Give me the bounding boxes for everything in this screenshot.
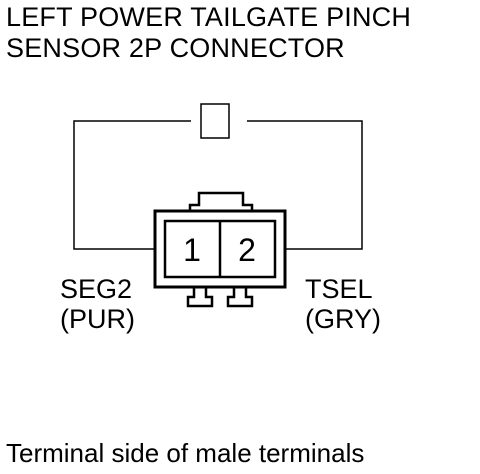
connector-lock-tab: [188, 191, 254, 211]
title-line-1: LEFT POWER TAILGATE PINCH: [6, 2, 412, 32]
pin-1-number: 1: [183, 232, 201, 268]
test-lead-left: [73, 120, 191, 250]
connector-guide-left: [186, 287, 214, 308]
pin-1-label: SEG2 (PUR): [60, 274, 135, 334]
diagram-title: LEFT POWER TAILGATE PINCH SENSOR 2P CONN…: [6, 2, 411, 64]
connector-guide-right: [226, 287, 254, 308]
pin-2-number: 2: [238, 232, 256, 268]
pin-2-label: TSEL (GRY): [305, 274, 381, 334]
connector-2p: [153, 191, 287, 308]
title-line-2: SENSOR 2P CONNECTOR: [6, 33, 345, 63]
test-circuit: [73, 103, 363, 250]
view-caption: Terminal side of male terminals: [6, 438, 365, 468]
pin-2-wire-color: (GRY): [305, 304, 382, 334]
pin-2-signal: TSEL: [305, 274, 373, 304]
pin-1-wire-color: (PUR): [60, 304, 135, 334]
test-lead-right: [247, 120, 363, 250]
connector-housing-outer: [153, 209, 287, 289]
pin-1-signal: SEG2: [60, 274, 133, 304]
meter-symbol: [200, 103, 230, 139]
